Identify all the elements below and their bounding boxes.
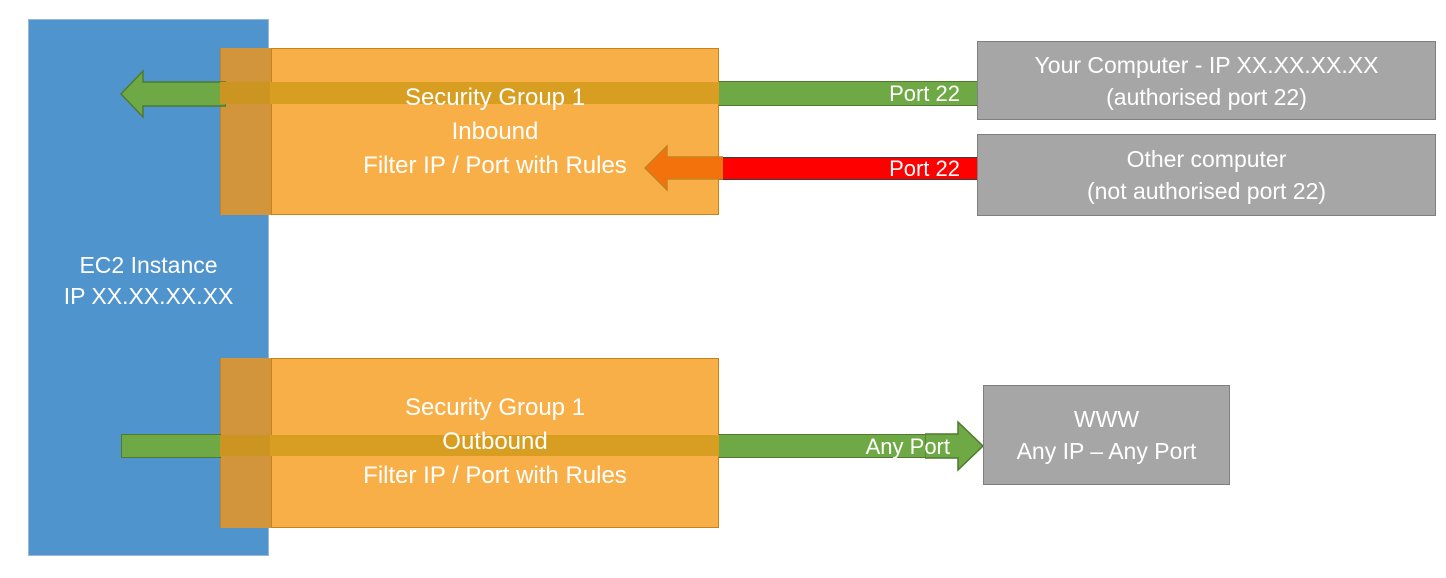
endpoint-your-computer-line1: Your Computer - IP XX.XX.XX.XX [1034, 51, 1379, 78]
endpoint-www-line2: Any IP – Any Port [1016, 438, 1197, 464]
endpoint-other-computer-line2: (not authorised port 22) [1086, 178, 1327, 204]
flow-allowed-inbound-shaft-over-sg [270, 82, 719, 104]
flow-allowed-outbound-shaft-over-sg [270, 435, 719, 456]
endpoint-your-computer-box[interactable]: Your Computer - IP XX.XX.XX.XX (authoris… [977, 41, 1436, 120]
security-group-inbound-box[interactable] [220, 48, 719, 215]
flow-blocked-inbound-shaft [719, 157, 977, 180]
flow-allowed-outbound-arrowhead [925, 420, 985, 472]
flow-allowed-outbound-shaft-outside [719, 434, 934, 458]
endpoint-www-line1: WWW [1073, 406, 1140, 432]
endpoint-your-computer-line2: (authorised port 22) [1106, 83, 1307, 110]
flow-allowed-inbound-shaft-outside [719, 81, 977, 106]
flow-allowed-inbound-shaft-over-overlap [220, 82, 270, 104]
endpoint-other-computer-box[interactable]: Other computer (not authorised port 22) [977, 134, 1436, 216]
flow-allowed-outbound-shaft-over-overlap [220, 435, 270, 456]
endpoint-www-box[interactable]: WWW Any IP – Any Port [983, 385, 1230, 485]
endpoint-other-computer-line1: Other computer [1126, 146, 1287, 172]
flow-allowed-outbound-shaft-in-ec2 [121, 434, 221, 458]
